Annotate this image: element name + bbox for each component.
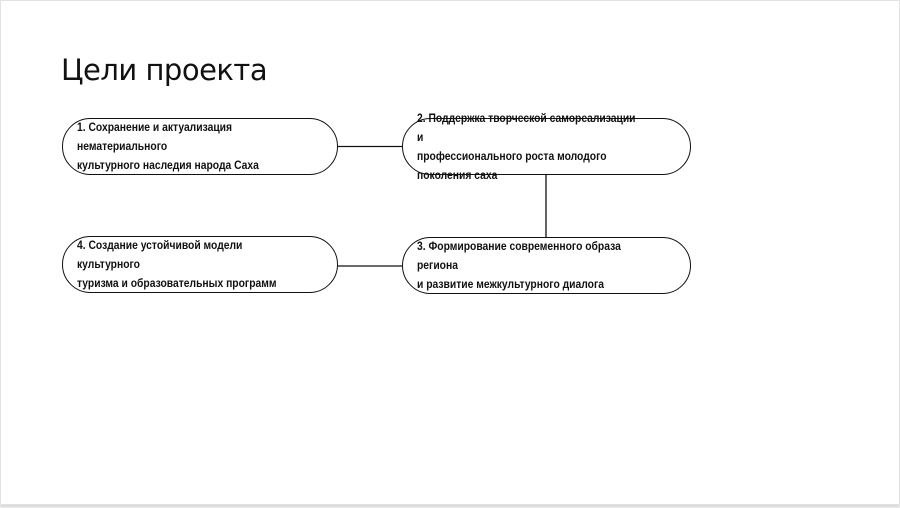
goal-1-line-1: 1. Сохранение и актуализация нематериаль… <box>77 120 233 153</box>
goal-3-line-2: и развитие межкультурного диалога <box>417 277 605 291</box>
goal-box-1: 1. Сохранение и актуализация нематериаль… <box>62 118 338 175</box>
goal-2-line-1: 2. Поддержка творческой самореализации и <box>417 110 636 144</box>
goal-1-line-2: культурного наследия народа Саха <box>77 158 259 172</box>
goal-4-line-2: туризма и образовательных программ <box>77 276 277 290</box>
goal-box-4: 4. Создание устойчивой модели культурног… <box>62 236 338 293</box>
goal-4-line-1: 4. Создание устойчивой модели культурног… <box>77 238 243 271</box>
slide-title: Цели проекта <box>61 53 268 87</box>
goal-box-2: 2. Поддержка творческой самореализации и… <box>402 111 691 182</box>
goal-text-3: 3. Формирование современного образа реги… <box>417 237 643 294</box>
goal-text-4: 4. Создание устойчивой модели культурног… <box>77 236 292 293</box>
goal-3-line-1: 3. Формирование современного образа реги… <box>417 239 621 272</box>
goal-text-2: 2. Поддержка творческой самореализации и… <box>417 109 643 185</box>
goal-box-3: 3. Формирование современного образа реги… <box>402 237 691 294</box>
goal-text-1: 1. Сохранение и актуализация нематериаль… <box>77 118 292 175</box>
goal-2-line-2: профессионального роста молодого поколен… <box>417 148 607 182</box>
